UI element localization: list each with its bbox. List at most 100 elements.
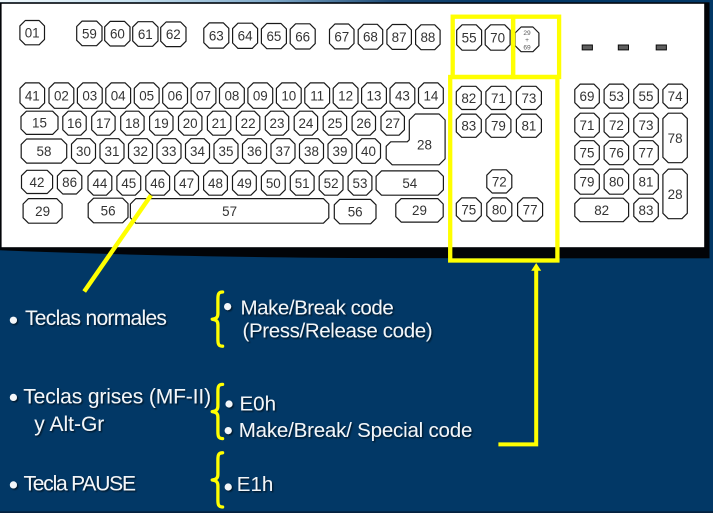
svg-text:81: 81 (521, 119, 536, 134)
svg-text:73: 73 (639, 118, 654, 133)
svg-text:46: 46 (150, 176, 165, 191)
svg-text:31: 31 (105, 144, 120, 159)
svg-text:86: 86 (62, 175, 77, 190)
svg-text:Teclas grises (MF-II): Teclas grises (MF-II) (23, 386, 211, 409)
svg-text:75: 75 (461, 202, 476, 217)
svg-text:71: 71 (580, 118, 595, 133)
svg-text:21: 21 (212, 116, 227, 131)
svg-text:49: 49 (237, 176, 252, 191)
svg-text:67: 67 (334, 29, 349, 44)
svg-text:29: 29 (523, 30, 531, 37)
svg-text:27: 27 (385, 116, 400, 131)
svg-text:79: 79 (491, 119, 506, 134)
svg-text:16: 16 (67, 116, 82, 131)
svg-text:75: 75 (580, 146, 595, 161)
svg-text:57: 57 (222, 204, 237, 219)
svg-text:19: 19 (154, 116, 169, 131)
svg-text:69: 69 (523, 44, 531, 51)
svg-text:53: 53 (353, 176, 368, 191)
svg-text:69: 69 (580, 89, 595, 104)
svg-text:40: 40 (361, 144, 376, 159)
svg-text:09: 09 (253, 89, 268, 104)
svg-text:76: 76 (609, 146, 624, 161)
svg-text:59: 59 (82, 26, 97, 41)
svg-text:y Alt-Gr: y Alt-Gr (34, 413, 104, 436)
svg-text:81: 81 (639, 175, 654, 190)
svg-text:37: 37 (276, 144, 291, 159)
svg-text:32: 32 (133, 144, 148, 159)
svg-text:68: 68 (363, 30, 378, 45)
svg-text:18: 18 (125, 116, 140, 131)
svg-text:55: 55 (639, 89, 654, 104)
svg-text:28: 28 (668, 187, 683, 202)
svg-text:39: 39 (333, 144, 348, 159)
svg-text:10: 10 (281, 89, 296, 104)
svg-text:72: 72 (609, 118, 624, 133)
svg-text:73: 73 (521, 91, 536, 106)
svg-text:45: 45 (121, 176, 136, 191)
svg-text:88: 88 (420, 30, 435, 45)
svg-text:05: 05 (139, 89, 154, 104)
svg-text:63: 63 (209, 28, 224, 43)
svg-text:+: + (525, 37, 529, 44)
svg-text:24: 24 (298, 116, 313, 131)
svg-text:Tecla PAUSE: Tecla PAUSE (24, 472, 136, 495)
svg-text:36: 36 (247, 144, 262, 159)
svg-text:60: 60 (110, 27, 125, 42)
svg-text:11: 11 (310, 89, 324, 104)
svg-text:61: 61 (138, 27, 153, 42)
svg-text:38: 38 (304, 144, 319, 159)
svg-text:30: 30 (76, 144, 91, 159)
svg-text:13: 13 (367, 89, 382, 104)
svg-text:79: 79 (580, 175, 595, 190)
svg-text:34: 34 (190, 144, 205, 159)
svg-text:44: 44 (92, 176, 107, 191)
svg-text:26: 26 (356, 116, 371, 131)
svg-text:77: 77 (523, 202, 538, 217)
svg-text:71: 71 (491, 91, 506, 106)
svg-text:25: 25 (327, 116, 342, 131)
svg-text:70: 70 (490, 30, 505, 45)
svg-text:28: 28 (417, 138, 432, 153)
svg-text:87: 87 (392, 30, 407, 45)
svg-text:12: 12 (338, 89, 353, 104)
svg-text:06: 06 (168, 89, 183, 104)
svg-text:E0h: E0h (240, 393, 276, 416)
svg-text:02: 02 (54, 89, 69, 104)
svg-text:33: 33 (162, 144, 177, 159)
svg-text:55: 55 (462, 30, 477, 45)
svg-text:82: 82 (461, 91, 476, 106)
svg-text:41: 41 (25, 89, 40, 104)
svg-text:01: 01 (25, 26, 40, 41)
svg-text:Make/Break code: Make/Break code (241, 297, 394, 320)
svg-text:58: 58 (37, 144, 52, 159)
svg-text:56: 56 (101, 203, 116, 218)
svg-text:29: 29 (412, 203, 427, 218)
svg-text:48: 48 (208, 176, 223, 191)
svg-text:47: 47 (179, 176, 194, 191)
svg-text:14: 14 (423, 89, 438, 104)
svg-text:43: 43 (395, 89, 410, 104)
svg-text:74: 74 (668, 89, 683, 104)
svg-text:E1h: E1h (237, 473, 273, 496)
svg-text:03: 03 (82, 89, 97, 104)
svg-text:17: 17 (96, 116, 111, 131)
svg-text:83: 83 (461, 119, 476, 134)
svg-text:15: 15 (32, 116, 47, 131)
svg-text:56: 56 (348, 205, 363, 220)
svg-text:80: 80 (492, 202, 507, 217)
svg-text:20: 20 (183, 116, 198, 131)
svg-text:53: 53 (609, 89, 624, 104)
svg-text:72: 72 (492, 174, 507, 189)
svg-text:42: 42 (30, 175, 45, 190)
svg-text:04: 04 (111, 89, 126, 104)
svg-text:77: 77 (639, 146, 654, 161)
svg-text:64: 64 (238, 29, 253, 44)
svg-text:82: 82 (594, 203, 609, 218)
svg-text:62: 62 (166, 27, 181, 42)
svg-text:Make/Break/ Special code: Make/Break/ Special code (239, 419, 472, 442)
svg-text:83: 83 (639, 203, 654, 218)
svg-text:(Press/Release code): (Press/Release code) (243, 320, 433, 343)
svg-text:54: 54 (402, 176, 417, 191)
svg-text:29: 29 (35, 204, 50, 219)
